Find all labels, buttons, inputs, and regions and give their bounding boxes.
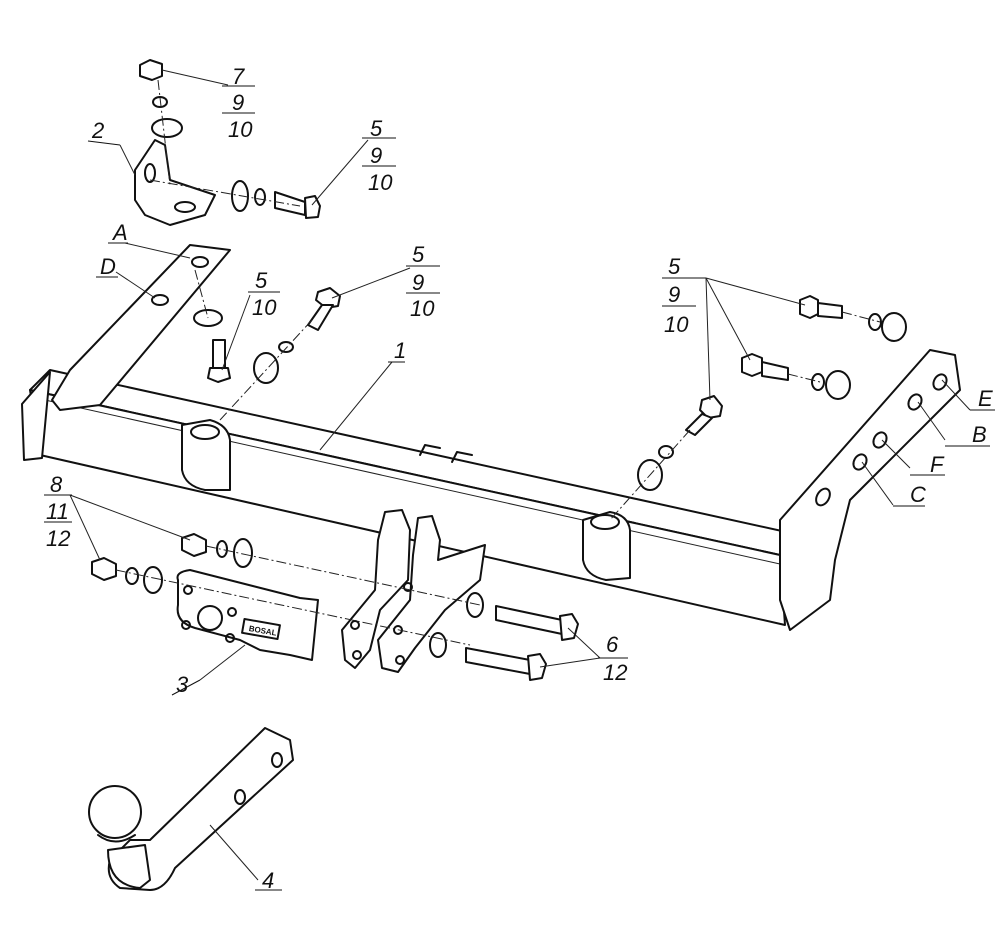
callout-E: E (978, 386, 993, 411)
hitch-plates (341, 509, 486, 673)
callout-5-mid: 5 (255, 268, 268, 293)
socket-plate-part: BOSAL (176, 569, 319, 661)
fasteners (91, 59, 907, 681)
callout-labels: 7 9 10 2 5 9 10 A D 5 10 5 9 10 1 5 (44, 64, 995, 893)
callout-6: 6 (606, 632, 619, 657)
callout-12-left: 12 (46, 526, 70, 551)
callout-F: F (930, 452, 945, 477)
callout-D: D (100, 254, 116, 279)
callout-2: 2 (91, 118, 104, 143)
bracket-part-2 (134, 139, 216, 226)
callout-12-right: 12 (603, 660, 627, 685)
callout-C: C (910, 482, 926, 507)
callout-3: 3 (176, 672, 189, 697)
callout-9-right: 9 (668, 282, 680, 307)
callout-10-right: 10 (664, 312, 689, 337)
callout-5-top: 5 (370, 116, 383, 141)
leader-lines (69, 69, 971, 881)
callout-1: 1 (394, 338, 406, 363)
assembly-centerlines (115, 79, 881, 646)
callout-7: 7 (232, 64, 245, 89)
callout-4: 4 (262, 868, 274, 893)
callout-A: A (111, 220, 128, 245)
callout-10-mid: 10 (252, 295, 277, 320)
callout-8: 8 (50, 472, 63, 497)
callout-10-top: 10 (368, 170, 393, 195)
callout-B: B (972, 422, 987, 447)
callout-10: 10 (228, 117, 253, 142)
ball-mount-part (88, 727, 294, 891)
callout-9-top: 9 (370, 143, 382, 168)
crossbar-part (21, 244, 961, 631)
callout-5-center: 5 (412, 242, 425, 267)
callout-9: 9 (232, 90, 244, 115)
callout-5-right: 5 (668, 254, 681, 279)
callout-10-center: 10 (410, 296, 435, 321)
callout-9-center: 9 (412, 270, 424, 295)
callout-11: 11 (46, 499, 69, 524)
